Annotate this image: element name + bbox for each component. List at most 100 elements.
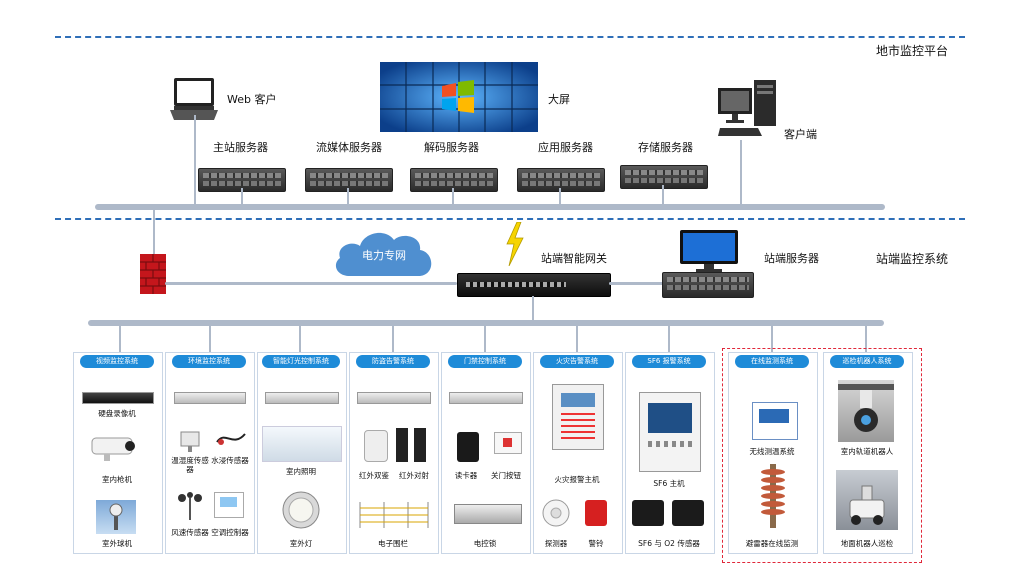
panel-environment (165, 352, 255, 554)
exit-button-icon (494, 432, 522, 454)
o2-sensor-icon (672, 500, 704, 526)
station-server-icon (662, 272, 754, 298)
card-reader-icon (457, 432, 479, 462)
sf6-host-icon (639, 392, 701, 472)
connector (484, 326, 486, 354)
web-client-label: Web 客户 (227, 93, 277, 106)
bullet-camera-icon (90, 434, 142, 466)
alarm-host-icon (357, 392, 431, 404)
top-network-bus (95, 204, 885, 210)
subsystem-title-robot: 巡检机器人系统 (830, 355, 904, 368)
connector (347, 188, 349, 205)
device-label: SF6 与 O2 传感器 (638, 539, 700, 548)
gateway-device-icon (457, 273, 611, 297)
dual-tech-detector-icon (364, 430, 388, 462)
cloud-icon (330, 226, 438, 284)
water-sensor-icon (215, 428, 247, 454)
tier-label-city: 地市监控平台 (876, 44, 949, 58)
fire-alarm-panel-icon (552, 384, 604, 450)
subsystem-title-online: 在线监测系统 (735, 355, 809, 368)
connector (662, 185, 664, 205)
server-label-application: 应用服务器 (538, 141, 593, 154)
device-label: SF6 主机 (653, 479, 685, 488)
firewall-link (165, 282, 457, 285)
device-label: 探测器 (544, 539, 568, 548)
storage-server-icon (620, 165, 708, 189)
wireless-lightning-icon (503, 221, 525, 270)
arrester-icon (758, 464, 788, 532)
device-label: 室外灯 (289, 539, 313, 548)
device-label: 室内轨道机器人 (840, 447, 894, 456)
connector (153, 206, 155, 256)
rail-robot-icon (838, 380, 894, 442)
streaming-server-icon (305, 168, 393, 192)
monitor-icon (680, 230, 738, 276)
device-label: 电子围栏 (378, 539, 408, 548)
subsystem-title-lighting: 智能灯光控制系统 (262, 355, 340, 368)
alarm-bell-icon (585, 500, 607, 526)
nvr-icon (82, 392, 154, 404)
beam-detector-icon (396, 428, 408, 462)
connector (771, 326, 773, 354)
dome-camera-icon (96, 500, 136, 534)
connector (865, 326, 867, 354)
gateway-label: 站端智能网关 (541, 252, 607, 265)
wireless-temp-unit-icon (752, 402, 798, 440)
device-label: 温湿度传感器 (171, 456, 209, 474)
access-controller-icon (449, 392, 523, 404)
firewall-icon (140, 254, 166, 298)
subsystem-title-access: 门禁控制系统 (448, 355, 522, 368)
device-label: 室外球机 (102, 539, 132, 548)
subsystem-title-video: 视频监控系统 (80, 355, 154, 368)
server-label-decoding: 解码服务器 (424, 141, 479, 154)
connector (559, 188, 561, 205)
video-wall-icon (380, 62, 538, 136)
env-controller-icon (174, 392, 246, 404)
connector (532, 296, 534, 322)
device-label: 红外对射 (399, 471, 429, 480)
middle-tier-divider (55, 218, 965, 220)
subsystem-title-fire: 火灾告警系统 (540, 355, 614, 368)
thermostat-icon (214, 492, 244, 518)
cloud-label: 电力专网 (362, 249, 406, 262)
indoor-lighting-icon (262, 426, 342, 462)
connector (392, 326, 394, 354)
laptop-icon (168, 76, 220, 126)
connector (241, 188, 243, 205)
device-label: 电控锁 (473, 539, 497, 548)
server-label-storage: 存储服务器 (638, 141, 693, 154)
device-label: 室内枪机 (102, 475, 132, 484)
big-screen-label: 大屏 (548, 93, 570, 106)
device-label: 关门按钮 (491, 471, 521, 480)
connector (452, 188, 454, 205)
desktop-icon (718, 80, 780, 146)
device-label: 水浸传感器 (211, 456, 249, 465)
server-label-main: 主站服务器 (213, 141, 268, 154)
device-label: 避雷器在线监测 (745, 539, 799, 548)
device-label: 火灾报警主机 (554, 475, 600, 484)
subsystem-title-intrusion: 防盗告警系统 (356, 355, 430, 368)
device-label: 硬盘录像机 (98, 409, 136, 418)
device-label: 空调控制器 (211, 528, 249, 537)
highlight-box (722, 348, 922, 563)
beam-detector-icon (414, 428, 426, 462)
device-label: 警铃 (588, 539, 604, 548)
subsystem-title-sf6: SF6 报警系统 (632, 355, 706, 368)
decoding-server-icon (410, 168, 498, 192)
connector (194, 115, 196, 205)
station-server-label: 站端服务器 (764, 252, 819, 265)
magnetic-lock-icon (454, 504, 522, 524)
connector (209, 326, 211, 354)
temp-humidity-sensor-icon (177, 428, 203, 458)
connector (576, 326, 578, 354)
device-label: 无线测温系统 (749, 447, 795, 456)
device-label: 读卡器 (454, 471, 478, 480)
bottom-network-bus (88, 320, 884, 326)
client-label: 客户端 (784, 128, 817, 141)
lighting-controller-icon (265, 392, 339, 404)
sf6-sensor-icon (632, 500, 664, 526)
top-tier-divider (55, 36, 965, 38)
subsystem-title-environment: 环境监控系统 (172, 355, 246, 368)
application-server-icon (517, 168, 605, 192)
device-label: 风速传感器 (171, 528, 209, 537)
